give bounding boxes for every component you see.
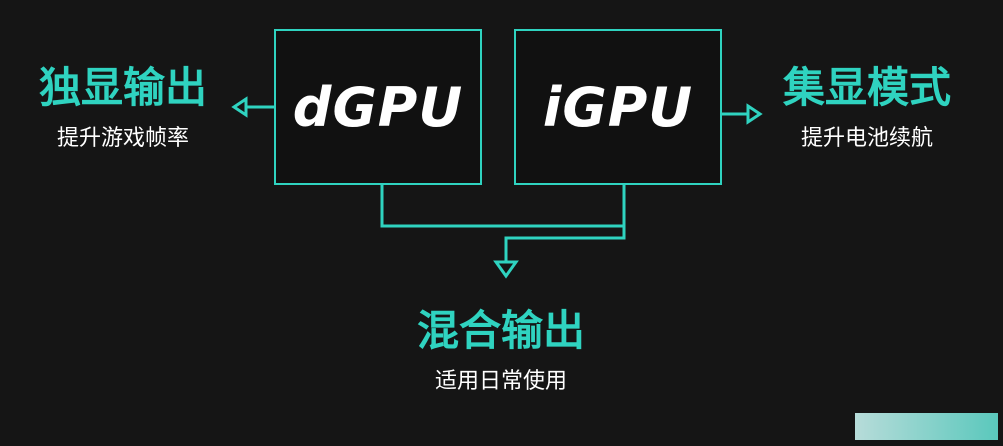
arrowhead-right-icon <box>746 103 763 125</box>
igpu-label: iGPU <box>542 75 694 139</box>
dgpu-mode-title: 独显输出 <box>38 63 207 112</box>
igpu-mode: 集显模式 提升电池续航 <box>762 64 972 154</box>
corner-decoration <box>855 413 998 440</box>
dgpu-mode: 独显输出 提升游戏帧率 <box>18 64 228 154</box>
dgpu-box: dGPU <box>274 29 482 185</box>
hybrid-mode: 混合输出 适用日常使用 <box>396 307 606 397</box>
hybrid-mode-title: 混合输出 <box>416 306 585 355</box>
hybrid-mode-desc: 适用日常使用 <box>434 369 567 394</box>
dgpu-label: dGPU <box>292 75 464 139</box>
dgpu-mode-desc: 提升游戏帧率 <box>56 126 189 151</box>
igpu-mode-desc: 提升电池续航 <box>800 126 933 151</box>
igpu-box: iGPU <box>514 29 722 185</box>
arrowhead-left-icon <box>231 96 248 118</box>
arrowhead-down-icon <box>493 260 519 279</box>
igpu-mode-title: 集显模式 <box>782 63 951 112</box>
merge-line <box>380 185 626 262</box>
